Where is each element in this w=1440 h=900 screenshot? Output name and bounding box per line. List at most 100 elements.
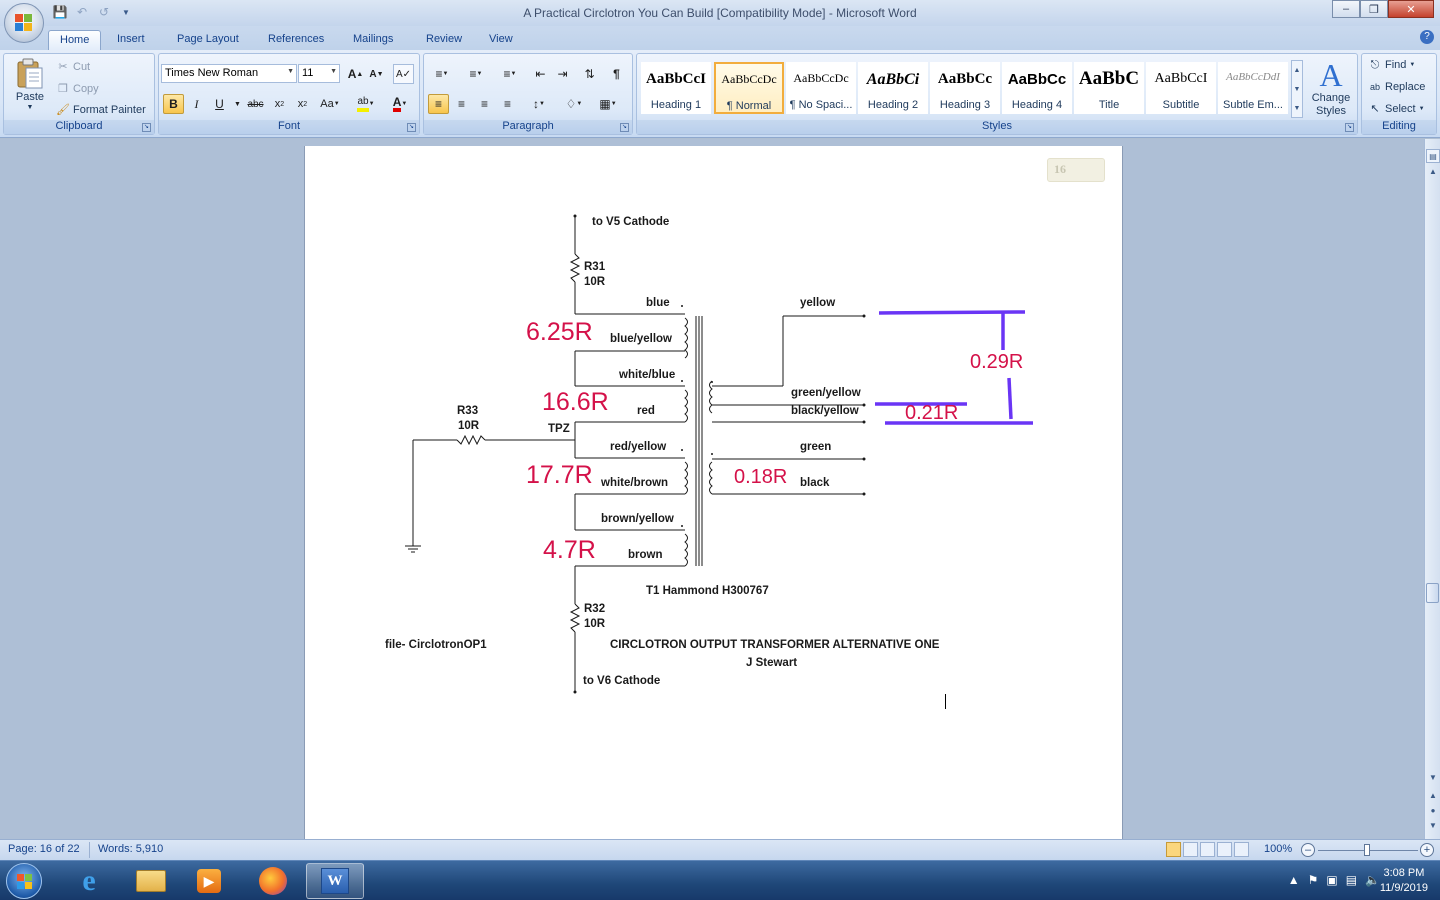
underline-button[interactable]: U bbox=[215, 97, 224, 111]
style-no-spacing[interactable]: AaBbCcDc ¶ No Spaci... bbox=[786, 62, 856, 114]
find-button[interactable]: ⎋ Find ▼ bbox=[1368, 58, 1416, 72]
clipboard-launcher-icon[interactable]: ↘ bbox=[142, 123, 151, 132]
style-title[interactable]: AaBbC Title bbox=[1074, 62, 1144, 114]
select-button[interactable]: ↖ Select ▼ bbox=[1368, 102, 1424, 116]
start-button[interactable] bbox=[6, 863, 42, 899]
grow-font-button[interactable]: A▲ bbox=[347, 67, 364, 81]
align-center-button[interactable]: ≡ bbox=[457, 97, 465, 111]
italic-button[interactable]: I bbox=[194, 96, 199, 111]
vertical-scrollbar[interactable]: ▤ ▲ ▼ ▲ ● ▼ bbox=[1424, 139, 1440, 839]
tab-home[interactable]: Home bbox=[48, 30, 102, 50]
bold-button[interactable]: B bbox=[163, 94, 184, 114]
web-layout-view-icon[interactable] bbox=[1200, 842, 1215, 857]
zoom-in-icon[interactable]: + bbox=[1420, 843, 1434, 857]
strikethrough-button[interactable]: abc bbox=[247, 98, 264, 110]
redo-icon[interactable]: ↺ bbox=[98, 5, 110, 19]
shading-button[interactable]: ♢▼ bbox=[565, 97, 583, 111]
paragraph-launcher-icon[interactable]: ↘ bbox=[620, 123, 629, 132]
font-color-button[interactable]: A▼ bbox=[385, 94, 415, 114]
close-button[interactable]: ✕ bbox=[1388, 0, 1434, 18]
bullets-button[interactable]: ≡▼ bbox=[435, 67, 449, 81]
style-normal[interactable]: AaBbCcDc ¶ Normal bbox=[714, 62, 784, 114]
outline-view-icon[interactable] bbox=[1217, 842, 1232, 857]
internet-explorer-task[interactable]: e bbox=[60, 863, 118, 899]
show-formatting-button[interactable]: ¶ bbox=[613, 67, 620, 81]
style-heading-4[interactable]: AaBbCc Heading 4 bbox=[1002, 62, 1072, 114]
ruler-toggle-icon[interactable]: ▤ bbox=[1426, 149, 1440, 163]
copy-button[interactable]: ❐ Copy bbox=[56, 82, 99, 96]
office-button[interactable] bbox=[4, 3, 44, 43]
clear-formatting-button[interactable]: A✓ bbox=[393, 64, 414, 84]
change-styles-button[interactable]: A Change Styles bbox=[1309, 58, 1353, 118]
cut-button[interactable]: ✂ Cut bbox=[56, 60, 90, 74]
change-case-button[interactable]: Aa▼ bbox=[320, 98, 340, 110]
word-count[interactable]: Words: 5,910 bbox=[98, 843, 164, 855]
style-heading-2[interactable]: AaBbCi Heading 2 bbox=[858, 62, 928, 114]
tab-insert[interactable]: Insert bbox=[117, 33, 145, 45]
previous-page-icon[interactable]: ▲ bbox=[1429, 791, 1437, 800]
undo-icon[interactable]: ↶ bbox=[76, 5, 88, 19]
font-launcher-icon[interactable]: ↘ bbox=[407, 123, 416, 132]
save-icon[interactable]: 💾 bbox=[52, 5, 68, 19]
annotation-0-29r: 0.29R bbox=[970, 351, 1024, 373]
customize-qat-icon[interactable]: ▼ bbox=[122, 7, 130, 17]
sort-button[interactable]: ⇅ bbox=[584, 67, 595, 81]
print-layout-view-icon[interactable] bbox=[1166, 842, 1181, 857]
highlight-button[interactable]: ab▼ bbox=[351, 94, 381, 114]
file-explorer-task[interactable] bbox=[122, 863, 180, 899]
scroll-up-icon[interactable]: ▲ bbox=[1429, 167, 1437, 176]
decrease-indent-button[interactable]: ⇤ bbox=[535, 67, 546, 81]
word-task[interactable]: W bbox=[306, 863, 364, 899]
clock[interactable]: 3:08 PM 11/9/2019 bbox=[1380, 866, 1428, 896]
draft-view-icon[interactable] bbox=[1234, 842, 1249, 857]
usb-icon[interactable]: ▣ bbox=[1326, 873, 1338, 887]
style-subtitle[interactable]: AaBbCcI Subtitle bbox=[1146, 62, 1216, 114]
tab-mailings[interactable]: Mailings bbox=[353, 33, 394, 45]
styles-launcher-icon[interactable]: ↘ bbox=[1345, 123, 1354, 132]
tab-view[interactable]: View bbox=[489, 33, 513, 45]
replace-button[interactable]: ab Replace bbox=[1368, 80, 1425, 94]
media-player-task[interactable]: ▶ bbox=[180, 863, 238, 899]
font-name-combo[interactable]: Times New Roman ▼ bbox=[161, 64, 297, 83]
justify-button[interactable]: ≡ bbox=[503, 97, 511, 111]
paste-button[interactable]: Paste ▼ bbox=[10, 58, 50, 111]
volume-icon[interactable]: 🔈 bbox=[1365, 873, 1380, 887]
document-page[interactable]: 16 bbox=[305, 146, 1122, 839]
firefox-task[interactable] bbox=[244, 863, 302, 899]
numbering-button[interactable]: ≡▼ bbox=[469, 67, 483, 81]
minimize-button[interactable]: – bbox=[1332, 0, 1360, 18]
zoom-slider-thumb[interactable] bbox=[1364, 844, 1370, 856]
borders-button[interactable]: ▦▼ bbox=[599, 97, 617, 111]
style-heading-1[interactable]: AaBbCcI Heading 1 bbox=[641, 62, 711, 114]
tab-page-layout[interactable]: Page Layout bbox=[177, 33, 239, 45]
font-size-combo[interactable]: 11 ▼ bbox=[298, 64, 340, 83]
line-spacing-button[interactable]: ↕▼ bbox=[533, 97, 545, 111]
tab-review[interactable]: Review bbox=[426, 33, 463, 45]
align-right-button[interactable]: ≡ bbox=[480, 97, 488, 111]
action-center-icon[interactable]: ⚑ bbox=[1307, 873, 1319, 887]
select-browse-object-icon[interactable]: ● bbox=[1430, 806, 1436, 815]
help-icon[interactable]: ? bbox=[1420, 30, 1434, 44]
full-screen-reading-view-icon[interactable] bbox=[1183, 842, 1198, 857]
shrink-font-button[interactable]: A▼ bbox=[369, 68, 384, 80]
style-heading-3[interactable]: AaBbCc Heading 3 bbox=[930, 62, 1000, 114]
page-count[interactable]: Page: 16 of 22 bbox=[8, 843, 80, 855]
show-hidden-icons-icon[interactable]: ▲ bbox=[1287, 873, 1300, 887]
zoom-level[interactable]: 100% bbox=[1264, 843, 1293, 855]
restore-button[interactable]: ❐ bbox=[1360, 0, 1388, 18]
scroll-down-icon[interactable]: ▼ bbox=[1429, 773, 1437, 782]
format-painter-button[interactable]: 🖌 Format Painter bbox=[56, 103, 146, 117]
align-left-button[interactable]: ≡ bbox=[428, 94, 449, 114]
tab-references[interactable]: References bbox=[268, 33, 325, 45]
style-subtle-emphasis[interactable]: AaBbCcDdI Subtle Em... bbox=[1218, 62, 1288, 114]
gallery-scroll[interactable]: ▲▼▼ bbox=[1291, 60, 1303, 118]
scroll-thumb[interactable] bbox=[1426, 583, 1439, 603]
next-page-icon[interactable]: ▼ bbox=[1429, 821, 1437, 830]
increase-indent-button[interactable]: ⇥ bbox=[557, 67, 568, 81]
multilevel-list-button[interactable]: ≡▼ bbox=[503, 67, 517, 81]
chevron-down-icon[interactable]: ▼ bbox=[234, 100, 241, 108]
zoom-out-icon[interactable]: – bbox=[1301, 843, 1315, 857]
network-icon[interactable]: ▤ bbox=[1345, 873, 1358, 887]
